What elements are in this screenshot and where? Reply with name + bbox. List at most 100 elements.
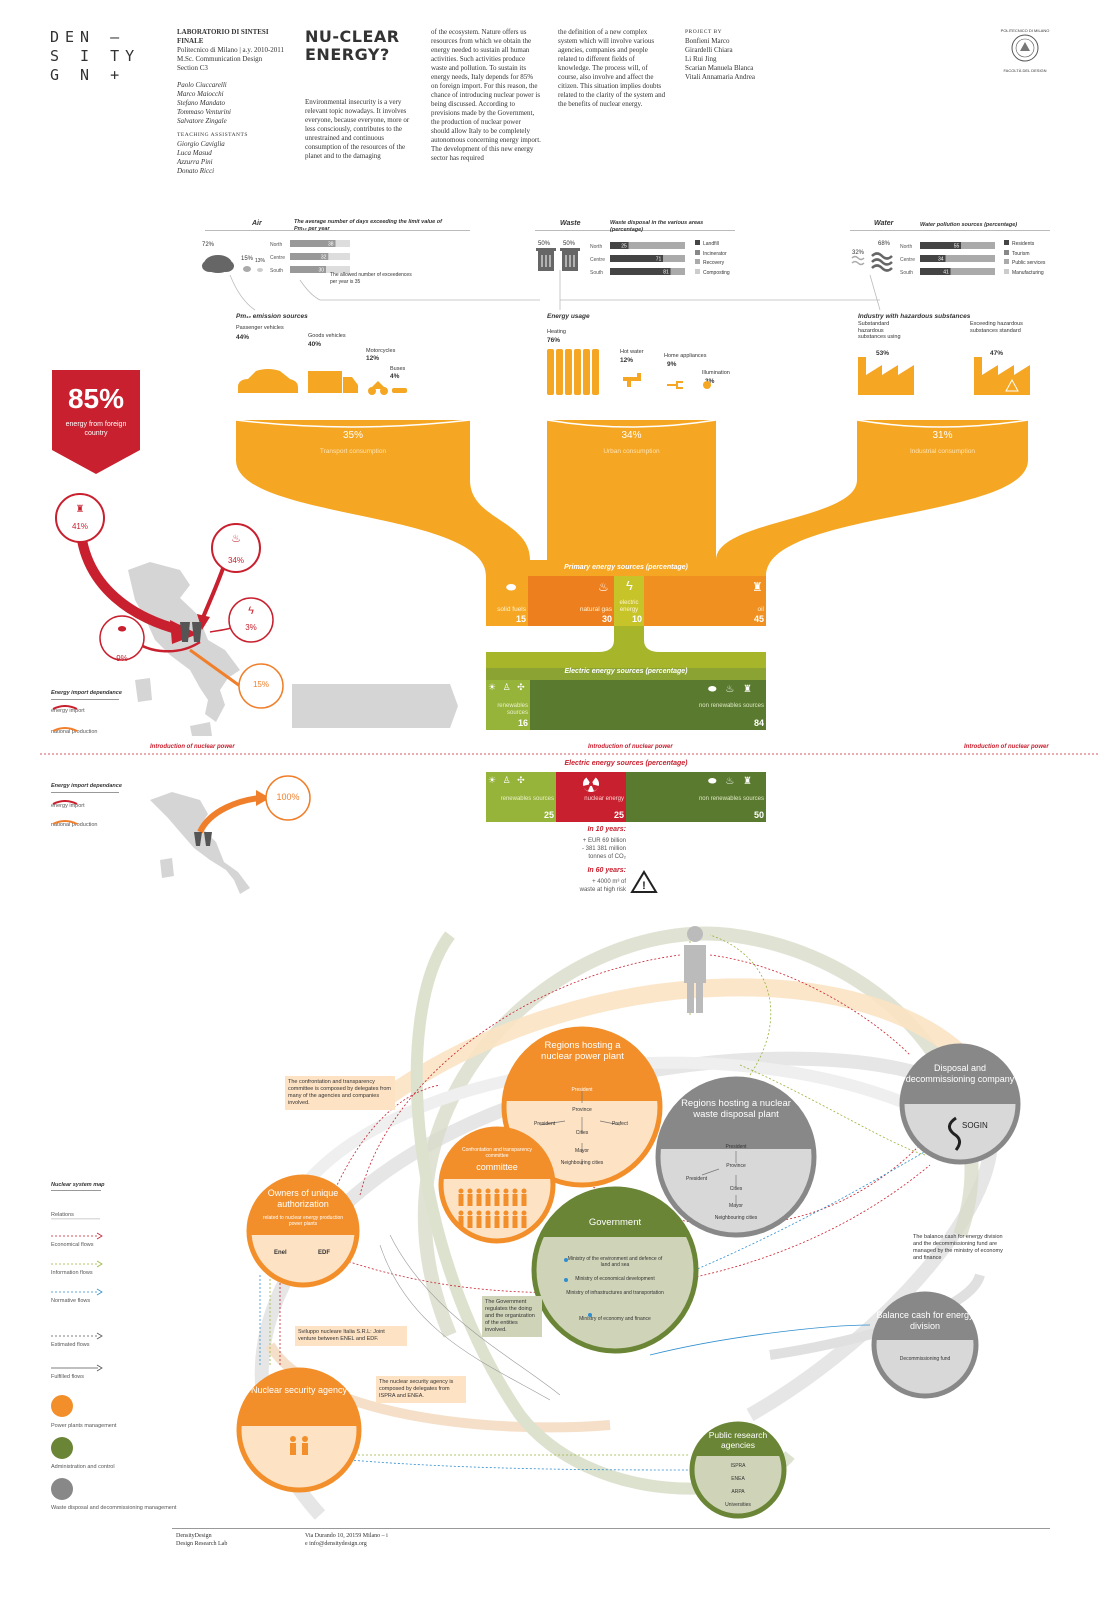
legend-label: Estimated flows xyxy=(51,1342,90,1348)
waste-pct: 50% xyxy=(563,241,576,247)
y60-lines: + 4000 m³ of waste at high risk xyxy=(546,878,626,894)
footer-line: Design Research Lab xyxy=(176,1541,228,1547)
ministry-label: Ministry of the environment and defence … xyxy=(567,1256,663,1268)
seal-icon xyxy=(1011,34,1039,62)
legend-item: Public services xyxy=(1004,259,1045,269)
water-icon xyxy=(851,252,893,272)
primary-label: natural gas xyxy=(579,606,612,613)
svg-text:!: ! xyxy=(642,880,646,892)
legend-item: Landfill xyxy=(695,240,730,250)
person-icon xyxy=(485,1188,491,1194)
balance-circle xyxy=(871,1291,979,1399)
solid-fuels-icon: ⬬ xyxy=(506,580,517,594)
seal-top: POLITECNICO DI MILANO xyxy=(1000,28,1050,33)
committee-circle xyxy=(438,1126,556,1244)
bar xyxy=(610,242,629,249)
water-chart-title: Water pollution sources (percentage) xyxy=(920,222,1018,228)
legend-label: Information flows xyxy=(51,1270,93,1276)
research-item: ENEA xyxy=(731,1476,745,1482)
bar-value: 34 xyxy=(938,257,944,263)
assistant: Luca Masud xyxy=(177,149,212,157)
connector-lines xyxy=(229,270,881,311)
legend-item: Recovery xyxy=(695,259,730,269)
water-legend: Residents Tourism Public services Manufa… xyxy=(1004,240,1045,278)
project-member: Li Rui Jing xyxy=(685,55,717,63)
logo: DEN – S I TY G N + xyxy=(50,28,140,85)
nuclear-intro-label: Introduction of nuclear power xyxy=(964,744,1049,750)
import-circle-value: 15% xyxy=(252,680,269,689)
person-icon xyxy=(476,1188,482,1194)
warning-icon: ! xyxy=(630,870,658,893)
person-icon xyxy=(521,1188,527,1194)
electric-title: Electric energy sources (percentage) xyxy=(564,668,688,675)
agency-title: Nuclear security agency xyxy=(250,1385,348,1395)
assistants-title: TEACHING ASSISTANTS xyxy=(177,132,248,138)
node-label: Province xyxy=(726,1163,746,1169)
industry-title: Industry with hazardous substances xyxy=(858,313,971,320)
oil-derrick-icon: ♜ xyxy=(752,580,763,594)
bar xyxy=(610,268,671,275)
svg-text:♜: ♜ xyxy=(76,504,85,515)
usage-value: 9% xyxy=(667,361,677,368)
air-note: The allowed number of exceedences per ye… xyxy=(330,272,412,285)
import-legend-import: energy import xyxy=(51,803,85,809)
svg-text:⬬: ⬬ xyxy=(118,624,127,635)
pm-title: Pm₁₀ emission sources xyxy=(236,313,308,320)
person-icon xyxy=(503,1188,509,1194)
ministry-label: Ministry of economical development xyxy=(575,1276,655,1282)
future-label: renewables sources xyxy=(500,796,554,802)
legend-label: Administration and control xyxy=(51,1464,115,1470)
electric-value: 84 xyxy=(753,718,764,728)
person-icon xyxy=(521,1210,527,1216)
bar-row-label: South xyxy=(590,270,603,276)
italy-import-map: ♜ ♨ ϟ ⬬ xyxy=(55,493,284,736)
assistant: Giorgio Caviglia xyxy=(177,140,225,148)
disposal-circle xyxy=(899,1043,1021,1165)
lab-line: Section C3 xyxy=(177,64,208,72)
research-item: ISPRA xyxy=(730,1463,746,1469)
air-chart-title: The average number of days exceeding the… xyxy=(294,219,442,232)
water-title: Water xyxy=(874,220,894,227)
research-item: Universities xyxy=(725,1502,751,1508)
legend-label: Normative flows xyxy=(51,1298,91,1304)
person-icon xyxy=(467,1188,473,1194)
primary-label: solid fuels xyxy=(497,606,526,613)
lightning-icon: ϟ xyxy=(626,578,633,593)
nuclear-intro-label: Introduction of nuclear power xyxy=(150,744,235,750)
industry-value: 53% xyxy=(876,350,890,357)
source-label: Passenger vehicles xyxy=(236,325,284,331)
legend-label: Tourism xyxy=(1012,250,1030,257)
source-value: 44% xyxy=(236,334,250,341)
regions-nuclear-title: Regions hosting a nuclear power plant xyxy=(541,1040,624,1062)
consumption-label: Industrial consumption xyxy=(909,448,976,455)
owners-title: Owners of unique authorization xyxy=(267,1188,339,1209)
legend-label: Public services xyxy=(1012,260,1046,266)
air-title: Air xyxy=(252,220,262,227)
usage-label: Illumination xyxy=(702,370,730,376)
import-circle-value: 9% xyxy=(116,654,128,663)
footer-left: DensityDesign Design Research Lab xyxy=(176,1532,227,1548)
bar-row-label: South xyxy=(270,268,283,274)
future-title: Electric energy sources (percentage) xyxy=(564,760,688,767)
import-circle-value: 34% xyxy=(227,556,244,565)
energy-usage-icons xyxy=(547,349,711,395)
person-icon xyxy=(512,1210,518,1216)
consumption-label: Urban consumption xyxy=(603,448,660,455)
person-icon xyxy=(476,1210,482,1216)
primary-value: 10 xyxy=(631,614,642,624)
government-title: Government xyxy=(588,1217,642,1228)
balance-sub: Decommissioning fund xyxy=(899,1356,951,1362)
author: Salvatore Zingale xyxy=(177,117,227,125)
bar xyxy=(290,266,326,273)
project-block: PROJECT BY Bonfieni Marco Girardelli Chi… xyxy=(685,28,785,82)
source-label: Buses xyxy=(390,366,406,372)
legend-label: Relations xyxy=(51,1212,74,1218)
import-legend-national: national production xyxy=(51,822,98,828)
footer-line: Via Durando 10, 20159 Milano – i xyxy=(305,1533,388,1539)
bar-remainder xyxy=(628,242,685,249)
import-legend-national: national production xyxy=(51,729,98,735)
consumption-value: 31% xyxy=(932,430,953,441)
flame-icon: ♨ xyxy=(598,580,609,594)
industry-label: Exceeding hazardous substances standard xyxy=(970,321,1023,334)
